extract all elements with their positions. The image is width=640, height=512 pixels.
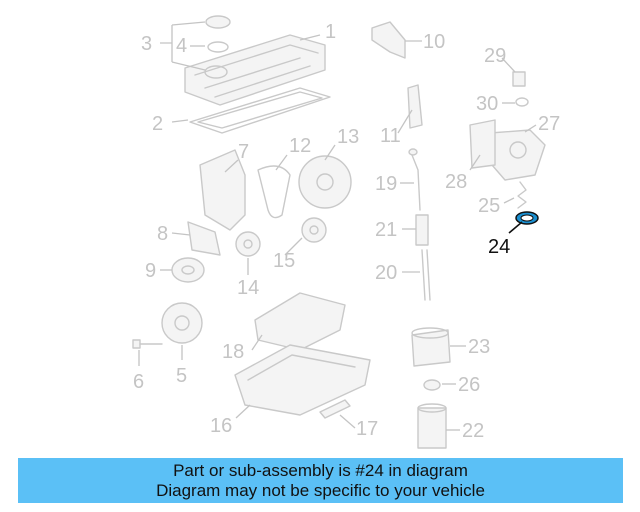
callout-16: 16 <box>210 415 232 437</box>
part-28-bracket <box>469 119 496 169</box>
callout-28: 28 <box>445 171 467 193</box>
callout-22: 22 <box>462 420 484 442</box>
callout-21: 21 <box>375 219 397 241</box>
parts-diagram: 1 2 3 4 5 6 7 8 9 10 11 12 13 14 15 16 1… <box>132 15 560 449</box>
callout-27: 27 <box>538 113 560 135</box>
callout-2: 2 <box>152 113 163 135</box>
callout-18: 18 <box>222 341 244 363</box>
part-12-belt <box>257 165 291 219</box>
callout-17: 17 <box>356 418 378 440</box>
callout-19: 19 <box>375 173 397 195</box>
part-20-tube <box>421 249 431 301</box>
callout-6: 6 <box>133 371 144 393</box>
callout-14: 14 <box>237 277 259 299</box>
callout-23: 23 <box>468 336 490 358</box>
part-11-cover <box>407 84 423 129</box>
part-10-cover <box>371 21 406 59</box>
caption-line-1: Part or sub-assembly is #24 in diagram <box>173 460 468 480</box>
part-15-tensioner <box>301 217 327 243</box>
part-14-gear <box>235 231 261 257</box>
part-18-upper-pan <box>254 292 346 351</box>
callout-20: 20 <box>375 262 397 284</box>
callout-10: 10 <box>423 31 445 53</box>
part-3-oil-cap <box>204 15 231 79</box>
part-16-oil-pan <box>234 344 371 416</box>
callout-15: 15 <box>273 250 295 272</box>
callout-25: 25 <box>478 195 500 217</box>
part-2-gasket <box>189 87 331 134</box>
callout-13: 13 <box>337 126 359 148</box>
callout-1: 1 <box>325 21 336 43</box>
callout-7: 7 <box>238 141 249 163</box>
part-19-dipstick <box>408 148 421 211</box>
callout-29: 29 <box>484 45 506 67</box>
part-9-pulley <box>171 257 205 283</box>
part-30-ring <box>515 97 529 107</box>
part-1-valve-cover <box>184 34 326 106</box>
part-21-tube <box>415 214 429 246</box>
part-13-cam-gear <box>298 155 352 209</box>
callout-9: 9 <box>145 260 156 282</box>
part-25-spring <box>517 181 527 209</box>
callout-3: 3 <box>141 33 152 55</box>
part-27-housing <box>489 129 546 181</box>
leader-lines <box>138 21 537 431</box>
part-7-timing-cover <box>199 149 246 231</box>
caption-line-2: Diagram may not be specific to your vehi… <box>156 480 485 500</box>
part-6-bolt <box>132 339 163 349</box>
callout-5: 5 <box>176 365 187 387</box>
part-24-seal-ring-highlighted <box>515 211 539 225</box>
part-23-filter-housing <box>411 327 451 367</box>
part-29-cap <box>512 71 526 87</box>
callout-8: 8 <box>157 223 168 245</box>
part-26-seal <box>423 379 441 391</box>
part-17-sealant <box>319 399 351 419</box>
callout-4: 4 <box>176 35 187 57</box>
callout-11: 11 <box>380 125 401 147</box>
caption-bar: Part or sub-assembly is #24 in diagram D… <box>18 458 623 503</box>
part-5-crank-pulley <box>161 302 203 344</box>
callout-labels: 1 2 3 4 5 6 7 8 9 10 11 12 13 14 15 16 1… <box>133 21 560 442</box>
part-8-bracket <box>187 221 221 256</box>
part-22-oil-filter <box>417 403 447 449</box>
callout-26: 26 <box>458 374 480 396</box>
callout-12: 12 <box>289 135 311 157</box>
callout-30: 30 <box>476 93 498 115</box>
callout-24-highlighted: 24 <box>488 236 510 258</box>
